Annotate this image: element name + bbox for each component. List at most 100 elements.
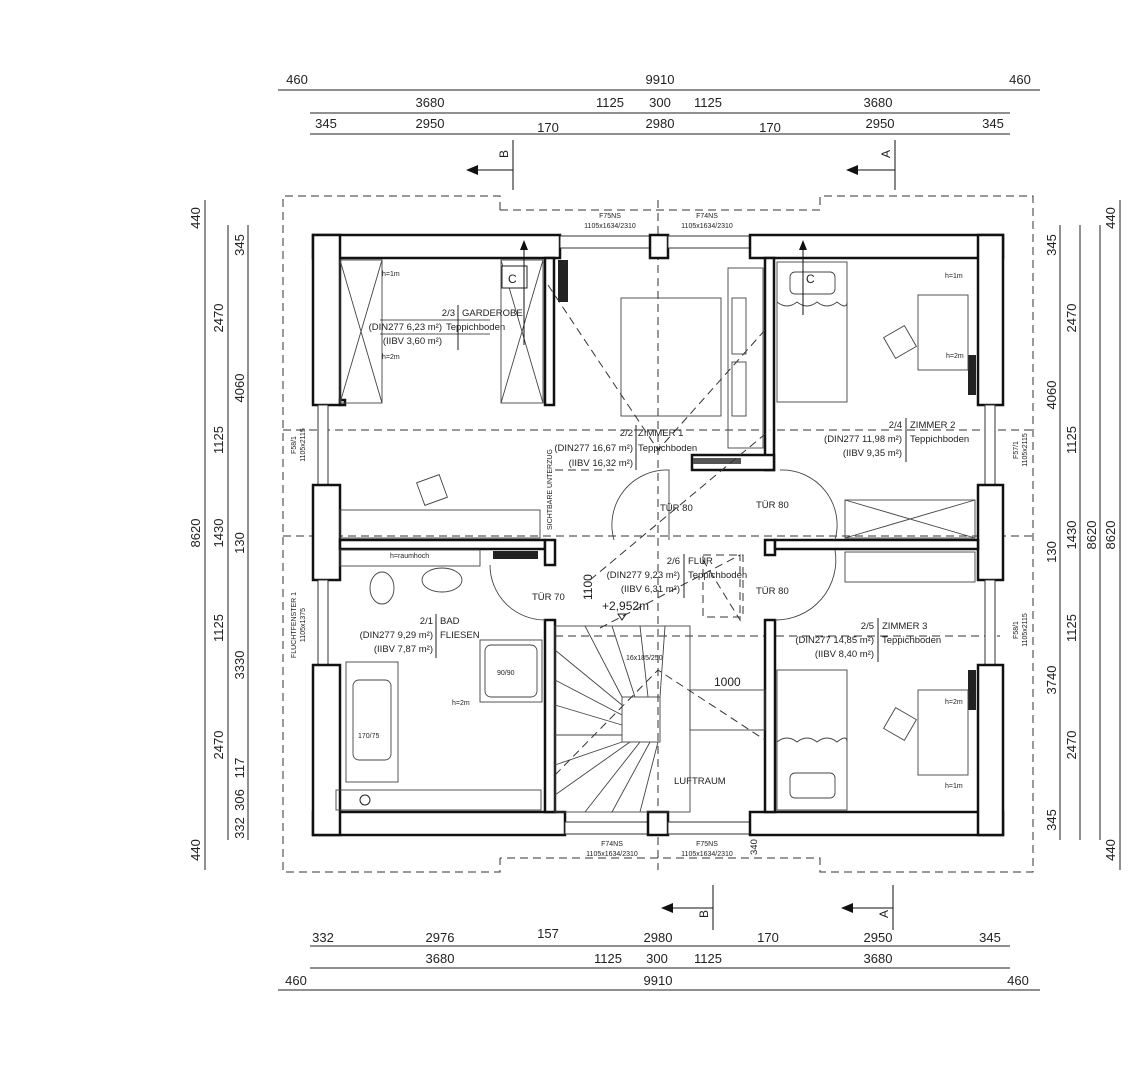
shower-size: 90/90	[497, 670, 515, 677]
room-number: 2/4	[889, 420, 902, 431]
section-marker-a-top: A	[846, 140, 896, 190]
room-flur: 2/6 (DIN277 9,23 m²) (IIBV 6,31 m²) FLUR…	[607, 554, 747, 598]
dim-text: 460	[1009, 72, 1031, 87]
dim-text: 4060	[232, 374, 247, 403]
level-marker: +2,952m	[602, 599, 649, 613]
room-name: FLUR	[688, 556, 713, 567]
door-label: TÜR 80	[756, 586, 789, 597]
dim-text: 157	[537, 926, 559, 941]
room-floor: Teppichboden	[638, 443, 697, 454]
height-note: h=2m	[945, 699, 963, 706]
dim-text: 1125	[594, 951, 622, 966]
dim-text: 3680	[416, 95, 445, 110]
dim-text: 3680	[864, 951, 893, 966]
dim-text: 1430	[211, 519, 226, 548]
dim-text: 440	[188, 839, 203, 861]
height-note: h=1m	[945, 783, 963, 790]
top-dimensions: 460 9910 460 3680 1125 300 1125 3680 345…	[286, 72, 1031, 135]
dim-text: 2950	[866, 116, 895, 131]
dim-text: 345	[1044, 809, 1059, 831]
room-floor: Teppichboden	[446, 322, 505, 333]
room-name: ZIMMER 3	[882, 621, 927, 632]
door-label: TÜR 70	[532, 592, 565, 603]
dim-text: 332	[232, 817, 247, 839]
dim-text: 3680	[426, 951, 455, 966]
dim-text: 170	[537, 120, 559, 135]
dim-text: 2980	[646, 116, 675, 131]
height-note: h=raumhoch	[390, 553, 429, 560]
window-size: 1105x1634/2310	[681, 851, 733, 858]
dim-text: 4060	[1044, 381, 1059, 410]
window-name: F58/1	[1013, 621, 1020, 639]
dim-text: 2950	[416, 116, 445, 131]
dim-text: 2950	[864, 930, 893, 945]
stair-spec: 16x185/250	[626, 655, 663, 662]
dim-text: 2470	[1064, 731, 1079, 760]
walls	[311, 233, 1005, 837]
beam-label: SICHTBARE UNTERZUG	[547, 449, 554, 530]
height-note: h=1m	[945, 273, 963, 280]
room-din: (DIN277 16,67 m²)	[554, 443, 633, 454]
annotations: h=1m h=2m h=1m h=2m h=2m h=1m h=2m h=rau…	[358, 240, 964, 855]
door-label: TÜR 80	[660, 503, 693, 514]
window-size: 1105x1634/2310	[584, 223, 636, 230]
window-labels: F75NS 1105x1634/2310 F74NS 1105x1634/231…	[291, 213, 1029, 858]
dim-text: 1125	[694, 95, 722, 110]
room-number: 2/3	[442, 308, 455, 319]
dim-text: 332	[312, 930, 334, 945]
room-garderobe: 2/3 (DIN277 6,23 m²) (IIBV 3,60 m²) GARD…	[369, 305, 523, 350]
room-floor: Teppichboden	[910, 434, 969, 445]
window-size: 1105x2115	[1022, 613, 1029, 647]
dim-text: 306	[232, 789, 247, 811]
section-label: C	[508, 272, 517, 286]
window-name: F75NS	[696, 841, 718, 848]
dim-text: 170	[757, 930, 779, 945]
section-marker-b-bottom: B	[661, 885, 714, 930]
dim-text: 117	[232, 758, 247, 779]
dim-text: 1125	[211, 426, 226, 454]
dim-text: 340	[749, 839, 760, 855]
room-ibv: (IIBV 8,40 m²)	[815, 649, 874, 660]
dim-text: 440	[188, 207, 203, 229]
door-height: 1100	[581, 574, 595, 600]
door-swings	[489, 469, 838, 621]
bathtub-size: 170/75	[358, 733, 380, 740]
window-name: F74NS	[696, 213, 718, 220]
door-labels: TÜR 80 TÜR 80 TÜR 80 TÜR 70	[532, 500, 789, 603]
dim-text: 2976	[426, 930, 455, 945]
dim-text: 2470	[211, 304, 226, 333]
dim-text: 345	[232, 234, 247, 256]
dim-text: 1125	[1064, 426, 1079, 454]
room-name: ZIMMER 1	[638, 428, 683, 439]
dim-text: 345	[982, 116, 1004, 131]
dim-text: 8620	[1103, 521, 1118, 550]
window-size: 1105x1634/2310	[681, 223, 733, 230]
room-ibv: (IIBV 3,60 m²)	[383, 336, 442, 347]
window-name: F57/1	[1013, 441, 1020, 459]
dim-text: 300	[649, 95, 671, 110]
room-ibv: (IIBV 6,31 m²)	[621, 584, 680, 595]
dim-text: 130	[1044, 541, 1059, 563]
room-floor: FLIESEN	[440, 630, 480, 641]
section-marker-b-top: B	[466, 140, 514, 190]
dim-text: 8620	[1084, 521, 1099, 550]
room-din: (DIN277 9,29 m²)	[360, 630, 433, 641]
room-bad: 2/1 (DIN277 9,29 m²) (IIBV 7,87 m²) BAD …	[360, 614, 480, 658]
dim-text: 8620	[188, 519, 203, 548]
window-name: F75NS	[599, 213, 621, 220]
right-dimensions: 345 4060 130 3740 345 2470 1125 1430 112…	[1044, 207, 1118, 861]
room-zimmer-1: 2/2 (DIN277 16,67 m²) (IIBV 16,32 m²) ZI…	[554, 425, 697, 470]
dim-text: 440	[1103, 839, 1118, 861]
dim-text: 440	[1103, 207, 1118, 229]
dim-text: 1430	[1064, 521, 1079, 550]
dim-text: 2980	[644, 930, 673, 945]
height-note: h=2m	[452, 700, 470, 707]
dim-text: 3680	[864, 95, 893, 110]
room-zimmer-3: 2/5 (DIN277 14,85 m²) (IIBV 8,40 m²) ZIM…	[795, 618, 941, 662]
room-number: 2/1	[420, 616, 433, 627]
window-size: 1105x1634/2310	[586, 851, 638, 858]
dim-text: 1125	[1064, 614, 1079, 642]
dim-text: 460	[285, 973, 307, 988]
dim-text: 130	[232, 532, 247, 554]
dim-text: 460	[1007, 973, 1029, 988]
